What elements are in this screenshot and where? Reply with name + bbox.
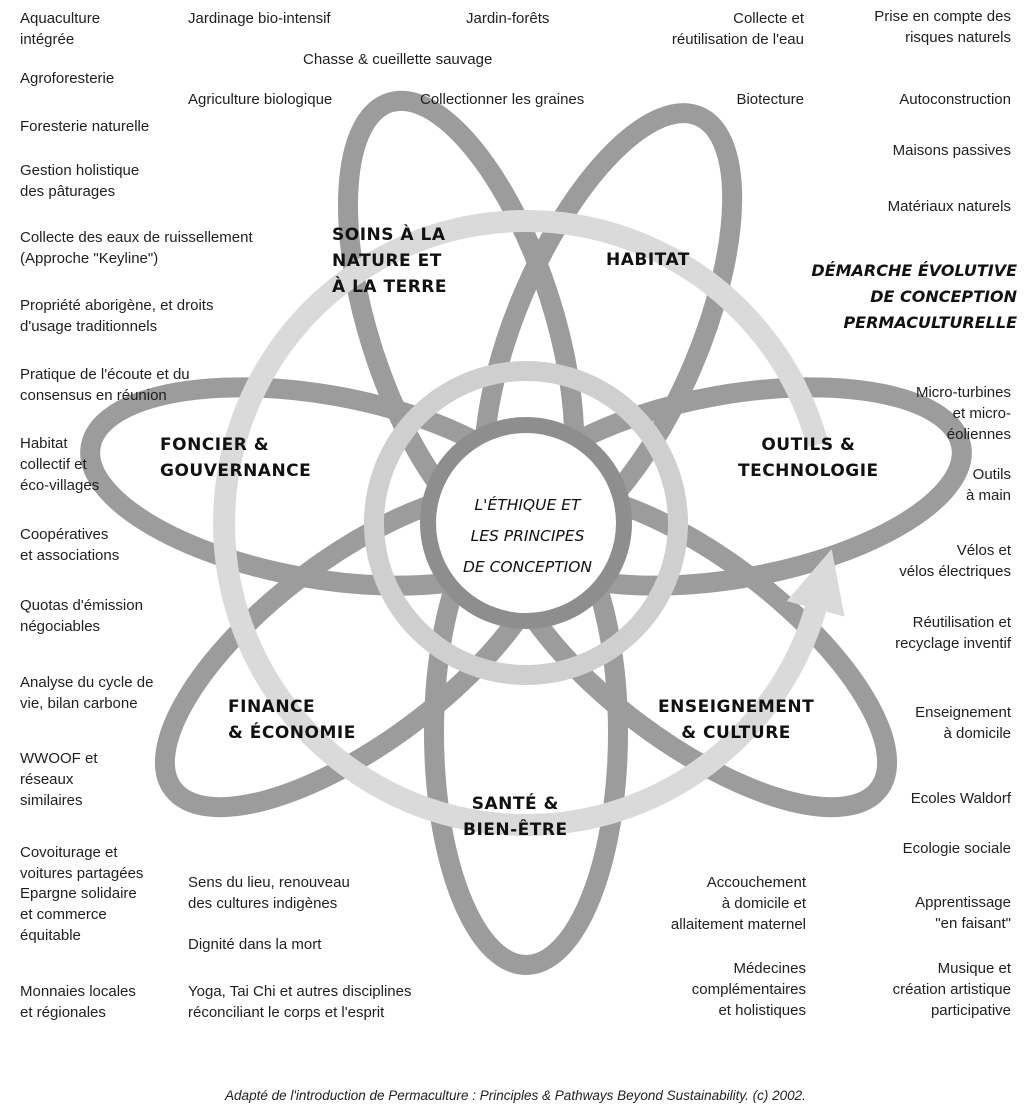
item-jardin-forets: Jardin-forêts (466, 10, 550, 27)
center-label: L'ÉTHIQUE ET LES PRINCIPES DE CONCEPTION (462, 496, 593, 576)
domain-outils-technologie: OUTILS & TECHNOLOGIE (738, 435, 879, 481)
item-collectionner-graines: Collectionner les graines (420, 91, 585, 108)
process-label: DÉMARCHE ÉVOLUTIVE DE CONCEPTION PERMACU… (811, 261, 1017, 332)
item-autoconstruction: Autoconstruction (899, 91, 1011, 108)
item-ecoles-waldorf: Ecoles Waldorf (910, 790, 1011, 807)
item-chasse-cueillette: Chasse & cueillette sauvage (303, 51, 493, 68)
center-ring (420, 417, 632, 629)
item-foresterie-naturelle: Foresterie naturelle (20, 118, 150, 135)
item-agriculture-biologique: Agriculture biologique (188, 91, 333, 108)
process-arrow-ring (213, 210, 845, 836)
item-biotecture: Biotecture (736, 91, 804, 108)
item-apprentissage: Apprentissage"en faisant" (915, 894, 1011, 932)
domain-nature-et-terre: SOINS À LA NATURE ET À LA TERRE (332, 225, 447, 297)
item-materiaux-naturels: Matériaux naturels (887, 198, 1011, 215)
item-jardinage-bio-intensif: Jardinage bio-intensif (188, 10, 331, 27)
item-dignite-mort: Dignité dans la mort (188, 936, 322, 953)
domain-finance-economie: FINANCE & ÉCONOMIE (228, 697, 356, 743)
domain-sante-bien-etre: SANTÉ & BIEN-ÊTRE (463, 794, 568, 840)
item-maisons-passives: Maisons passives (892, 142, 1011, 159)
item-agroforesterie: Agroforesterie (20, 70, 115, 87)
middle-ring (364, 361, 688, 685)
item-ecologie-sociale: Ecologie sociale (902, 840, 1011, 857)
domain-enseignement-culture: ENSEIGNEMENT & CULTURE (658, 697, 815, 743)
domain-habitat: HABITAT (606, 250, 690, 270)
rings (213, 210, 845, 836)
item-keyline: Collecte des eaux de ruissellement(Appro… (20, 229, 253, 267)
domain-foncier-gouvernance: FONCIER & GOUVERNANCE (160, 435, 312, 481)
source-caption: Adapté de l'introduction de Permaculture… (225, 1088, 806, 1103)
